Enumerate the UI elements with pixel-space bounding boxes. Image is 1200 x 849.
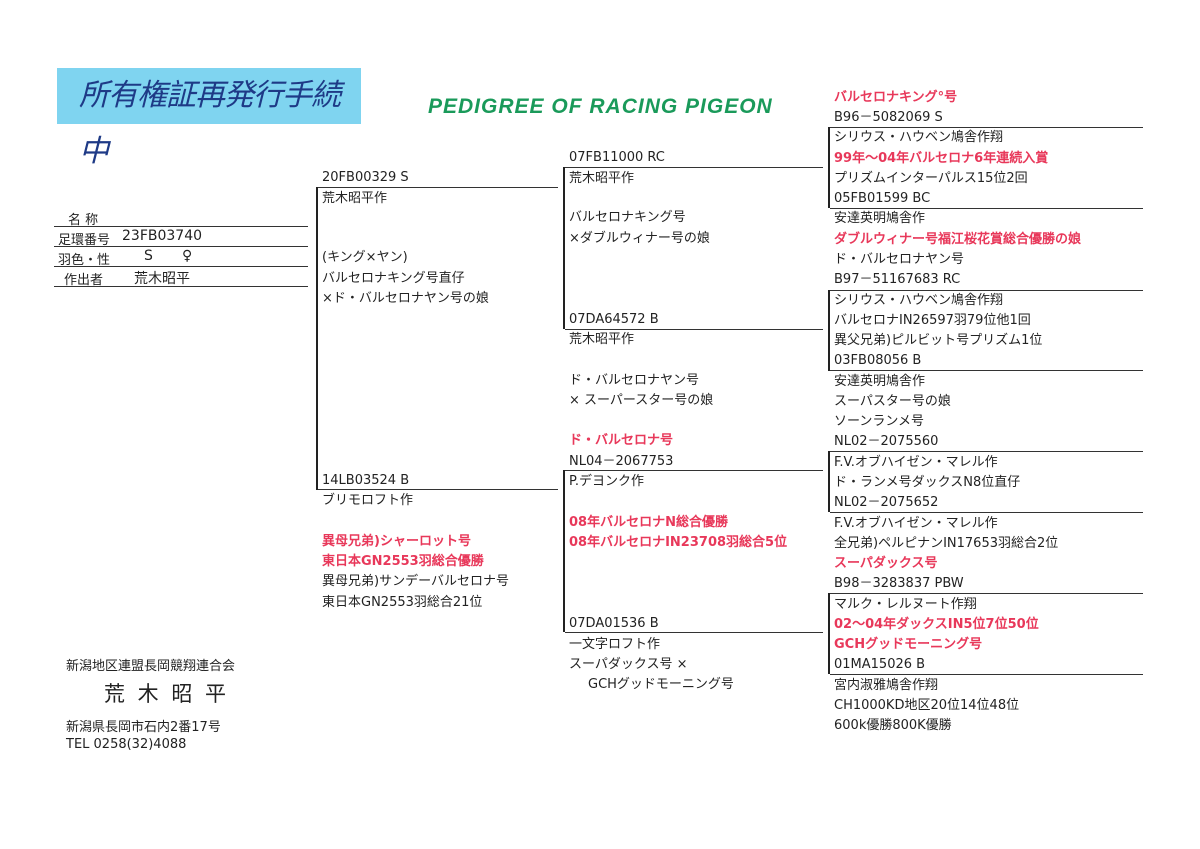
g5-ring: NL02－2075560 xyxy=(834,434,939,449)
color-sex-label: 羽色・性 xyxy=(58,253,111,268)
breeder-label: 作出者 xyxy=(64,273,104,288)
g1-desc-1: プリズムインターパルス15位2回 xyxy=(834,171,1028,186)
dam-line xyxy=(318,489,558,490)
g3-desc-1: バルセロナIN26597羽79位他1回 xyxy=(834,313,1031,328)
ds-ring: NL04－2067753 xyxy=(569,454,674,469)
dam-ring: 14LB03524 B xyxy=(322,473,410,488)
sd-breeder: 荒木昭平作 xyxy=(569,332,635,347)
gen2-upper-bracket xyxy=(563,167,565,329)
g7-highlight-1: 02～04年ダックスIN5位7位50位 xyxy=(834,617,1039,632)
g6-line xyxy=(830,512,1143,513)
ss-desc-2: ×ダブルウィナー号の娘 xyxy=(569,231,710,246)
g1-name: バルセロナキング°号 xyxy=(834,90,958,105)
g3-line xyxy=(830,290,1143,291)
g5-line xyxy=(830,451,1143,452)
ring-label: 足環番号 xyxy=(58,233,111,248)
g3-ring: B97－51167683 RC xyxy=(834,272,961,287)
g6-desc-1: 全兄弟)ペルピナンIN17653羽総合2位 xyxy=(834,536,1059,551)
g1-line xyxy=(830,127,1143,128)
sex-value: ♀ xyxy=(182,248,193,264)
ds-name: ド・バルセロナ号 xyxy=(569,433,674,448)
dd-ring: 07DA01536 B xyxy=(569,616,659,631)
info-row-name: 名 称 xyxy=(54,208,308,228)
g4-desc-2: ソーンランメ号 xyxy=(834,414,924,429)
dam-desc-1: 異母兄弟)サンデーバルセロナ号 xyxy=(322,574,509,589)
g7-breeder: マルク・レルヌート作翔 xyxy=(834,597,977,612)
g6-highlight-1: スーパダックス号 xyxy=(834,556,938,571)
owner-address: 新潟県長岡市石内2番17号 xyxy=(66,720,221,735)
ss-breeder: 荒木昭平作 xyxy=(569,171,635,186)
g7-line xyxy=(830,593,1143,594)
g6-ring: NL02－2075652 xyxy=(834,495,939,510)
g7-ring: B98－3283837 PBW xyxy=(834,576,964,591)
ss-desc-1: バルセロナキング号 xyxy=(569,210,686,225)
ds-highlight-2: 08年バルセロナIN23708羽総合5位 xyxy=(569,535,788,550)
dd-breeder: 一文字ロフト作 xyxy=(569,637,661,652)
g6-breeder: F.V.オブハイゼン・マレル作 xyxy=(834,516,998,531)
page-title: PEDIGREE OF RACING PIGEON xyxy=(428,95,773,118)
ring-value: 23FB03740 xyxy=(122,228,203,244)
g8-desc-2: 600k優勝800K優勝 xyxy=(834,718,952,733)
owner-name: 荒 木 昭 平 xyxy=(104,682,230,706)
color-value: S xyxy=(144,248,153,264)
owner-tel: TEL 0258(32)4088 xyxy=(66,737,187,752)
gen1-bracket xyxy=(316,187,318,490)
g4-desc-1: スーパスター号の娘 xyxy=(834,394,951,409)
g8-breeder: 宮内淑雅鳩舎作翔 xyxy=(834,678,939,693)
sd-desc-2: × スーパースター号の娘 xyxy=(569,393,714,408)
g2-line xyxy=(830,208,1143,209)
sire-desc-2: バルセロナキング号直仔 xyxy=(322,271,465,286)
ds-breeder: P.デヨンク作 xyxy=(569,474,644,489)
gen3-bracket-1 xyxy=(828,127,830,208)
dd-desc-1: スーパダックス号 × xyxy=(569,657,688,672)
g1-highlight-1: 99年～04年バルセロナ6年連続入賞 xyxy=(834,151,1049,166)
g2-breeder: 安達英明鳩舎作 xyxy=(834,211,926,226)
g8-line xyxy=(830,674,1143,675)
dam-desc-2: 東日本GN2553羽総合21位 xyxy=(322,595,483,610)
gen3-bracket-3 xyxy=(828,451,830,512)
sire-line xyxy=(318,187,558,188)
info-row-ring: 足環番号 23FB03740 xyxy=(54,228,308,248)
ds-highlight-1: 08年バルセロナN総合優勝 xyxy=(569,515,728,530)
gen3-bracket-2 xyxy=(828,290,830,371)
sire-ring: 20FB00329 S xyxy=(322,170,409,185)
dd-desc-2: GCHグッドモーニング号 xyxy=(588,677,734,692)
sd-line xyxy=(565,329,823,330)
gen2-lower-bracket xyxy=(563,470,565,632)
g2-highlight-1: ダブルウィナー号福江桜花賞総合優勝の娘 xyxy=(834,232,1082,247)
dam-highlight-2: 東日本GN2553羽総合優勝 xyxy=(322,554,484,569)
info-row-color-sex: 羽色・性 S ♀ xyxy=(54,248,308,268)
g3-desc-2: 異父兄弟)ピルビット号プリズム1位 xyxy=(834,333,1043,348)
g8-ring: 01MA15026 B xyxy=(834,657,926,672)
info-row-breeder: 作出者 荒木昭平 xyxy=(54,268,308,288)
g8-desc-1: CH1000KD地区20位14位48位 xyxy=(834,698,1020,713)
sd-ring: 07DA64572 B xyxy=(569,312,659,327)
dd-line xyxy=(565,632,823,633)
g7-highlight-2: GCHグッドモーニング号 xyxy=(834,637,983,652)
association-name: 新潟地区連盟長岡競翔連合会 xyxy=(66,659,236,674)
g2-ring: 05FB01599 BC xyxy=(834,191,931,206)
ds-line xyxy=(565,470,823,471)
g1-ring: B96－5082069 S xyxy=(834,110,943,125)
g1-breeder: シリウス・ハウベン鳩舎作翔 xyxy=(834,130,1004,145)
ss-ring: 07FB11000 RC xyxy=(569,150,665,165)
g2-desc-1: ド・バルセロナヤン号 xyxy=(834,252,965,267)
name-label: 名 称 xyxy=(68,213,99,228)
g3-breeder: シリウス・ハウベン鳩舎作翔 xyxy=(834,293,1004,308)
g5-desc-1: ド・ランメ号ダックスN8位直仔 xyxy=(834,475,1021,490)
sd-desc-1: ド・バルセロナヤン号 xyxy=(569,373,700,388)
g4-breeder: 安達英明鳩舎作 xyxy=(834,374,926,389)
sire-breeder: 荒木昭平作 xyxy=(322,191,388,206)
gen3-bracket-4 xyxy=(828,593,830,674)
g4-ring: 03FB08056 B xyxy=(834,353,922,368)
breeder-value: 荒木昭平 xyxy=(134,271,190,287)
g4-line xyxy=(830,370,1143,371)
ss-line xyxy=(565,167,823,168)
g5-breeder: F.V.オブハイゼン・マレル作 xyxy=(834,455,998,470)
dam-highlight-1: 異母兄弟)シャーロット号 xyxy=(322,534,471,549)
dam-breeder: ブリモロフト作 xyxy=(322,493,414,508)
reissue-stamp-note: 所有権証再発行手続中 xyxy=(57,68,361,169)
sire-desc-1: (キング×ヤン) xyxy=(322,250,408,265)
sire-desc-3: ×ド・バルセロナヤン号の娘 xyxy=(322,291,489,306)
